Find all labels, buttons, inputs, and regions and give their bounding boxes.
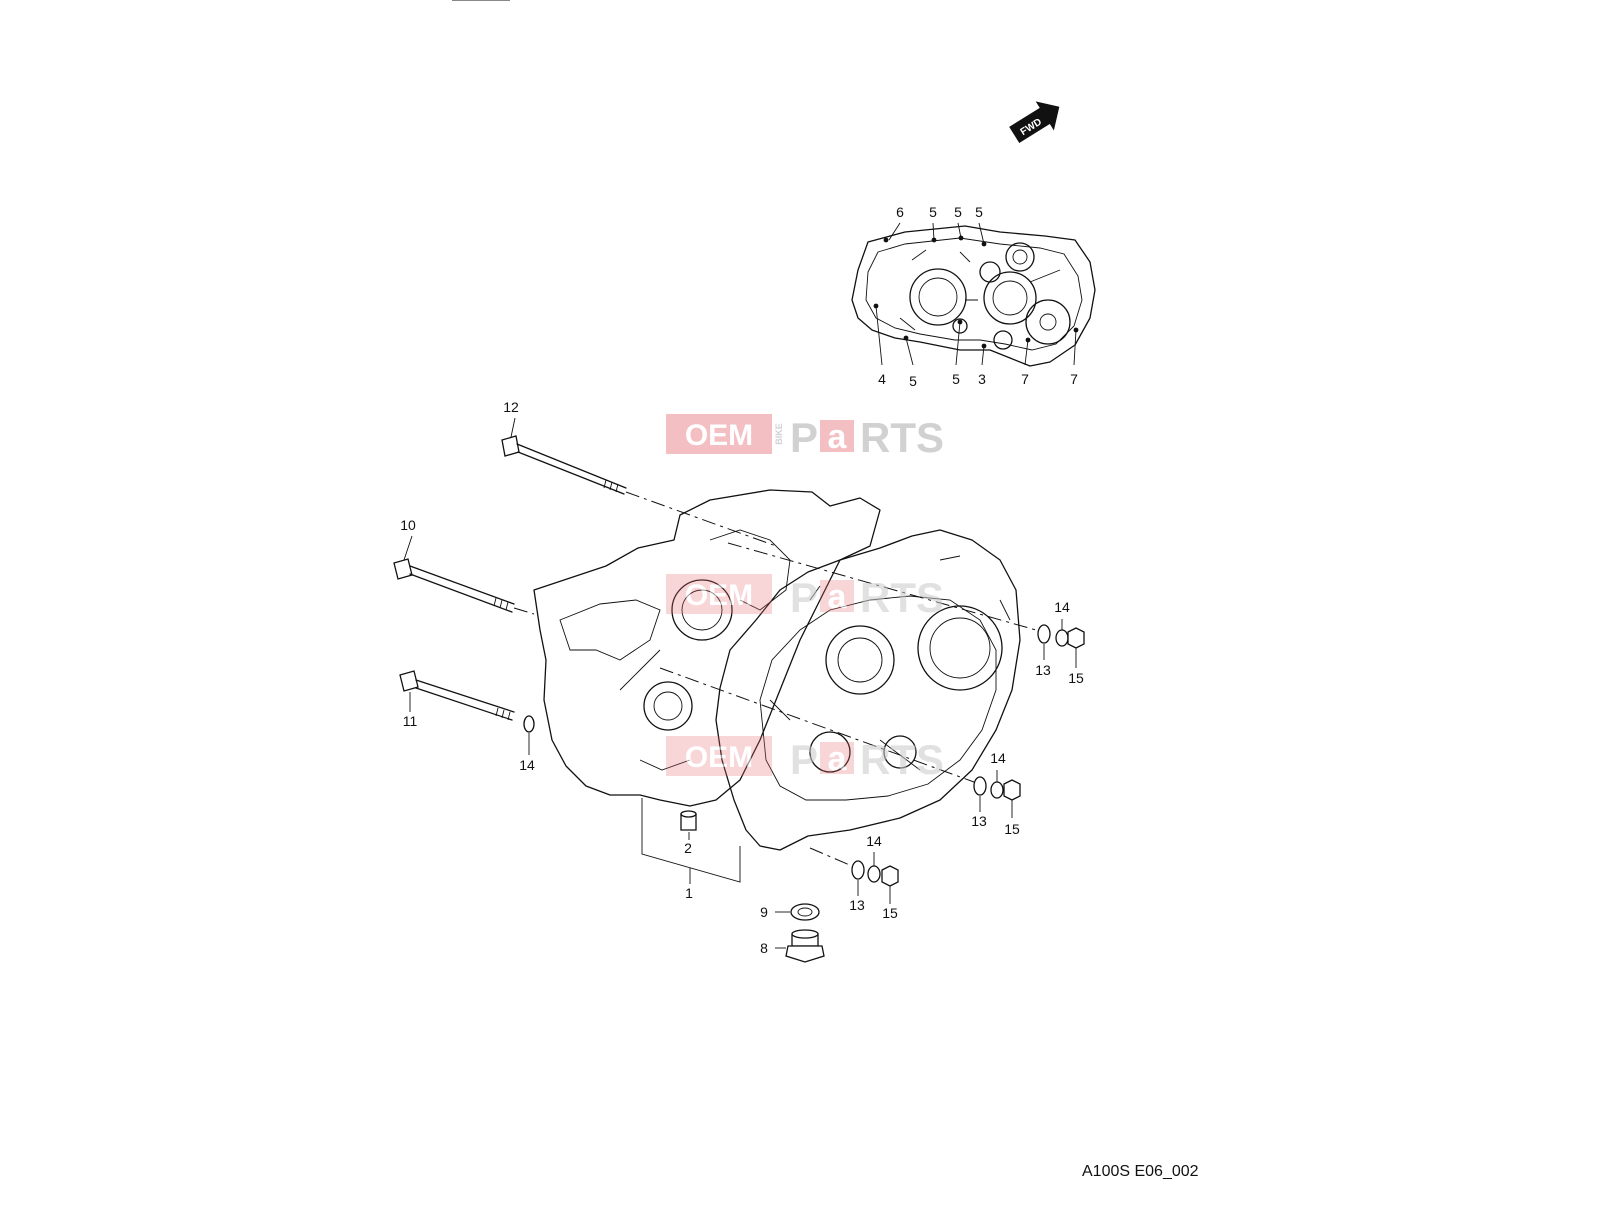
bolt-10	[393, 558, 515, 613]
svg-text:P: P	[790, 414, 818, 461]
watermark-oem-parts-lower: OEM P a RTS	[666, 736, 944, 783]
svg-text:OEM: OEM	[685, 741, 753, 774]
callout-6: 6	[896, 204, 904, 220]
callout-14: 14	[1054, 599, 1070, 615]
axis-bolt-12	[625, 491, 777, 547]
svg-text:OEM: OEM	[685, 419, 753, 452]
svg-text:P: P	[790, 736, 818, 783]
watermark-badge	[666, 414, 772, 454]
callout-14: 14	[519, 757, 535, 773]
callout-11: 11	[403, 713, 418, 729]
callout-3: 3	[978, 371, 986, 387]
callout-15: 15	[1004, 821, 1020, 837]
svg-text:a: a	[828, 578, 848, 616]
callout-7: 7	[1021, 371, 1029, 387]
fastener-set-middle	[973, 776, 1021, 801]
svg-text:RTS: RTS	[860, 414, 944, 461]
callout-labels: 6 5 5 5 4 5 5 3 7 7 12 10 11 14 2 1 9 8 …	[400, 204, 1084, 956]
axis-bolt-10	[513, 607, 535, 615]
callout-5: 5	[952, 371, 960, 387]
axis-middle-right	[659, 667, 975, 783]
fastener-set-upper	[1037, 624, 1085, 649]
callout-13: 13	[849, 897, 865, 913]
watermark-oem-parts-top: OEM BIKE P a RTS	[666, 414, 944, 461]
bolt-12	[501, 435, 627, 495]
svg-text:RTS: RTS	[860, 574, 944, 621]
callout-1: 1	[685, 885, 693, 901]
bracket-part-1	[641, 798, 741, 883]
svg-text:OEM: OEM	[685, 579, 753, 612]
callout-5: 5	[954, 204, 962, 220]
callout-5: 5	[909, 373, 917, 389]
svg-text:a: a	[828, 418, 848, 456]
leader-10	[403, 535, 413, 561]
callout-2: 2	[684, 840, 692, 856]
callout-4: 4	[878, 371, 886, 387]
callout-15: 15	[882, 905, 898, 921]
fastener-leaders	[857, 619, 1077, 904]
drain-plug	[785, 929, 825, 963]
watermark-oem-parts-middle: OEM P a RTS	[666, 574, 944, 621]
leader-12	[510, 417, 516, 438]
main-crankcase-assembly	[533, 489, 1021, 851]
callout-8: 8	[760, 940, 768, 956]
callout-7: 7	[1070, 371, 1078, 387]
fastener-set-lower	[851, 860, 899, 887]
inset-leaders	[875, 222, 1077, 366]
washer-14-left	[523, 715, 535, 733]
drain-plug-gasket	[790, 903, 820, 921]
callout-14: 14	[990, 750, 1006, 766]
axis-lower-right	[809, 847, 853, 867]
callout-5: 5	[929, 204, 937, 220]
callout-13: 13	[971, 813, 987, 829]
callout-12: 12	[503, 399, 519, 415]
diagram-reference-code: A100S E06_002	[1082, 1163, 1199, 1180]
svg-text:P: P	[790, 574, 818, 621]
svg-text:RTS: RTS	[860, 736, 944, 783]
callout-5: 5	[975, 204, 983, 220]
inset-crankcase-half	[851, 225, 1096, 367]
dowel-pin	[680, 810, 697, 831]
callout-13: 13	[1035, 662, 1051, 678]
callout-15: 15	[1068, 670, 1084, 686]
svg-text:BIKE: BIKE	[774, 423, 784, 445]
fwd-arrow-icon: FWD	[1009, 101, 1060, 144]
callout-9: 9	[760, 904, 768, 920]
callout-10: 10	[400, 517, 416, 533]
svg-text:a: a	[828, 740, 848, 778]
callout-14: 14	[866, 833, 882, 849]
bolt-11	[399, 670, 515, 721]
